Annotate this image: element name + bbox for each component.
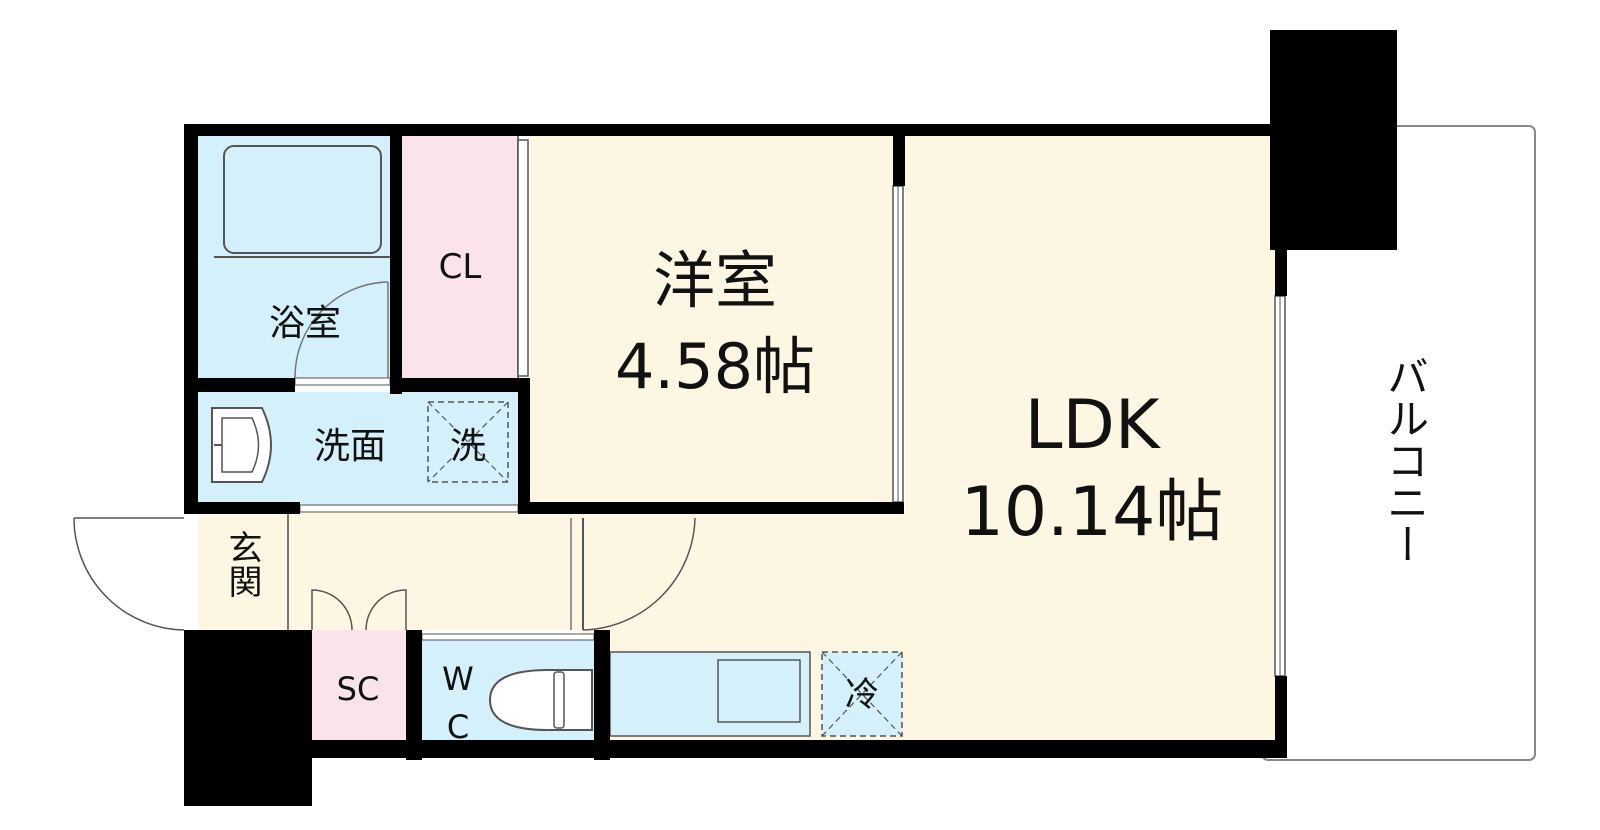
bathtub-icon bbox=[223, 145, 382, 254]
toilet-label-top: W bbox=[442, 660, 474, 698]
kitchen-sink-icon bbox=[717, 659, 801, 723]
bath-door-swing bbox=[294, 281, 389, 379]
closet-label: CL bbox=[439, 247, 482, 287]
western-room-floor bbox=[530, 134, 900, 504]
shoe-closet-door-left bbox=[311, 589, 353, 631]
entrance-label: 玄関 bbox=[222, 530, 262, 598]
kitchen-counter bbox=[609, 651, 811, 737]
shoe-closet-door-right bbox=[365, 589, 407, 631]
ldk-name: LDK bbox=[1025, 386, 1162, 465]
shoe-closet-floor bbox=[312, 630, 406, 740]
toilet-icon bbox=[488, 669, 593, 731]
toilet-tank-icon bbox=[553, 671, 565, 729]
toilet-label-bottom: C bbox=[447, 708, 469, 746]
washer-space bbox=[427, 401, 509, 483]
washer-label: 洗 bbox=[450, 426, 486, 467]
fridge-space bbox=[821, 651, 903, 737]
shoe-closet-label: SC bbox=[337, 670, 380, 708]
ldk-floor bbox=[905, 134, 1277, 758]
bath-door-frame bbox=[294, 377, 391, 386]
bath-label: 浴室 bbox=[269, 303, 341, 344]
washer-cross-b bbox=[427, 401, 509, 483]
closet-floor bbox=[402, 134, 518, 378]
washroom-sliding-door bbox=[299, 504, 519, 513]
western-room-size: 4.58帖 bbox=[615, 330, 815, 403]
washer-cross-a bbox=[427, 401, 509, 483]
washroom-label: 洗面 bbox=[314, 426, 386, 467]
entry-door-swing bbox=[73, 517, 185, 631]
toilet-door bbox=[421, 633, 595, 641]
fridge-label: 冷 bbox=[845, 675, 879, 715]
balcony-label: バルコニー bbox=[1381, 355, 1430, 565]
entrance-floor bbox=[198, 512, 288, 630]
ldk-size: 10.14帖 bbox=[961, 473, 1224, 552]
sink-basin-icon bbox=[221, 417, 260, 473]
walls bbox=[184, 30, 1397, 806]
closet-sliding-doors bbox=[517, 139, 529, 377]
western-room-name: 洋室 bbox=[653, 244, 777, 317]
ldk-door-swing bbox=[582, 517, 696, 631]
